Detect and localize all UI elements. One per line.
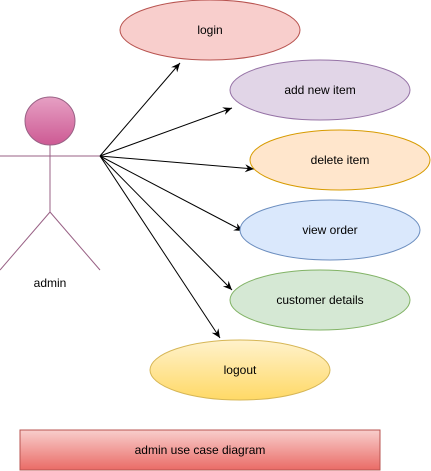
use-case-view-order[interactable]: view order <box>239 199 421 261</box>
use-case-customer-details-shape[interactable] <box>229 269 411 331</box>
arrow-to-delete-item <box>99 155 255 173</box>
associations <box>99 62 255 339</box>
arrow-to-add-new-item <box>99 107 233 157</box>
arrow-to-customer-details <box>99 155 233 291</box>
use-case-delete-item-shape[interactable] <box>249 129 431 191</box>
actor-left-leg <box>0 211 51 271</box>
use-case-customer-details-label: customer details <box>276 293 363 307</box>
caption-box <box>19 429 381 471</box>
use-case-add-new-item-label: add new item <box>284 83 355 97</box>
use-case-logout-label: logout <box>224 363 257 377</box>
arrow-to-logout <box>99 155 221 339</box>
diagram-caption: admin use case diagram <box>19 429 381 471</box>
use-case-logout[interactable]: logout <box>149 339 331 401</box>
actor-admin: admin <box>0 96 101 290</box>
use-case-add-new-item-shape[interactable] <box>229 59 411 121</box>
use-case-delete-item[interactable]: delete item <box>249 129 431 191</box>
use-case-login[interactable]: login <box>119 0 301 61</box>
use-case-logout-shape[interactable] <box>149 339 331 401</box>
use-case-view-order-shape[interactable] <box>239 199 421 261</box>
use-case-delete-item-label: delete item <box>311 153 370 167</box>
use-case-customer-details[interactable]: customer details <box>229 269 411 331</box>
arrow-to-view-order <box>99 155 244 232</box>
use-case-add-new-item[interactable]: add new item <box>229 59 411 121</box>
use-case-login-label: login <box>197 23 222 37</box>
use-case-view-order-label: view order <box>302 223 357 237</box>
caption-label: admin use case diagram <box>135 443 266 457</box>
actor-right-leg <box>49 211 101 271</box>
arrow-to-login <box>99 62 181 157</box>
actor-label: admin <box>34 276 67 290</box>
use-case-login-shape[interactable] <box>119 0 301 61</box>
actor-head <box>24 96 76 146</box>
